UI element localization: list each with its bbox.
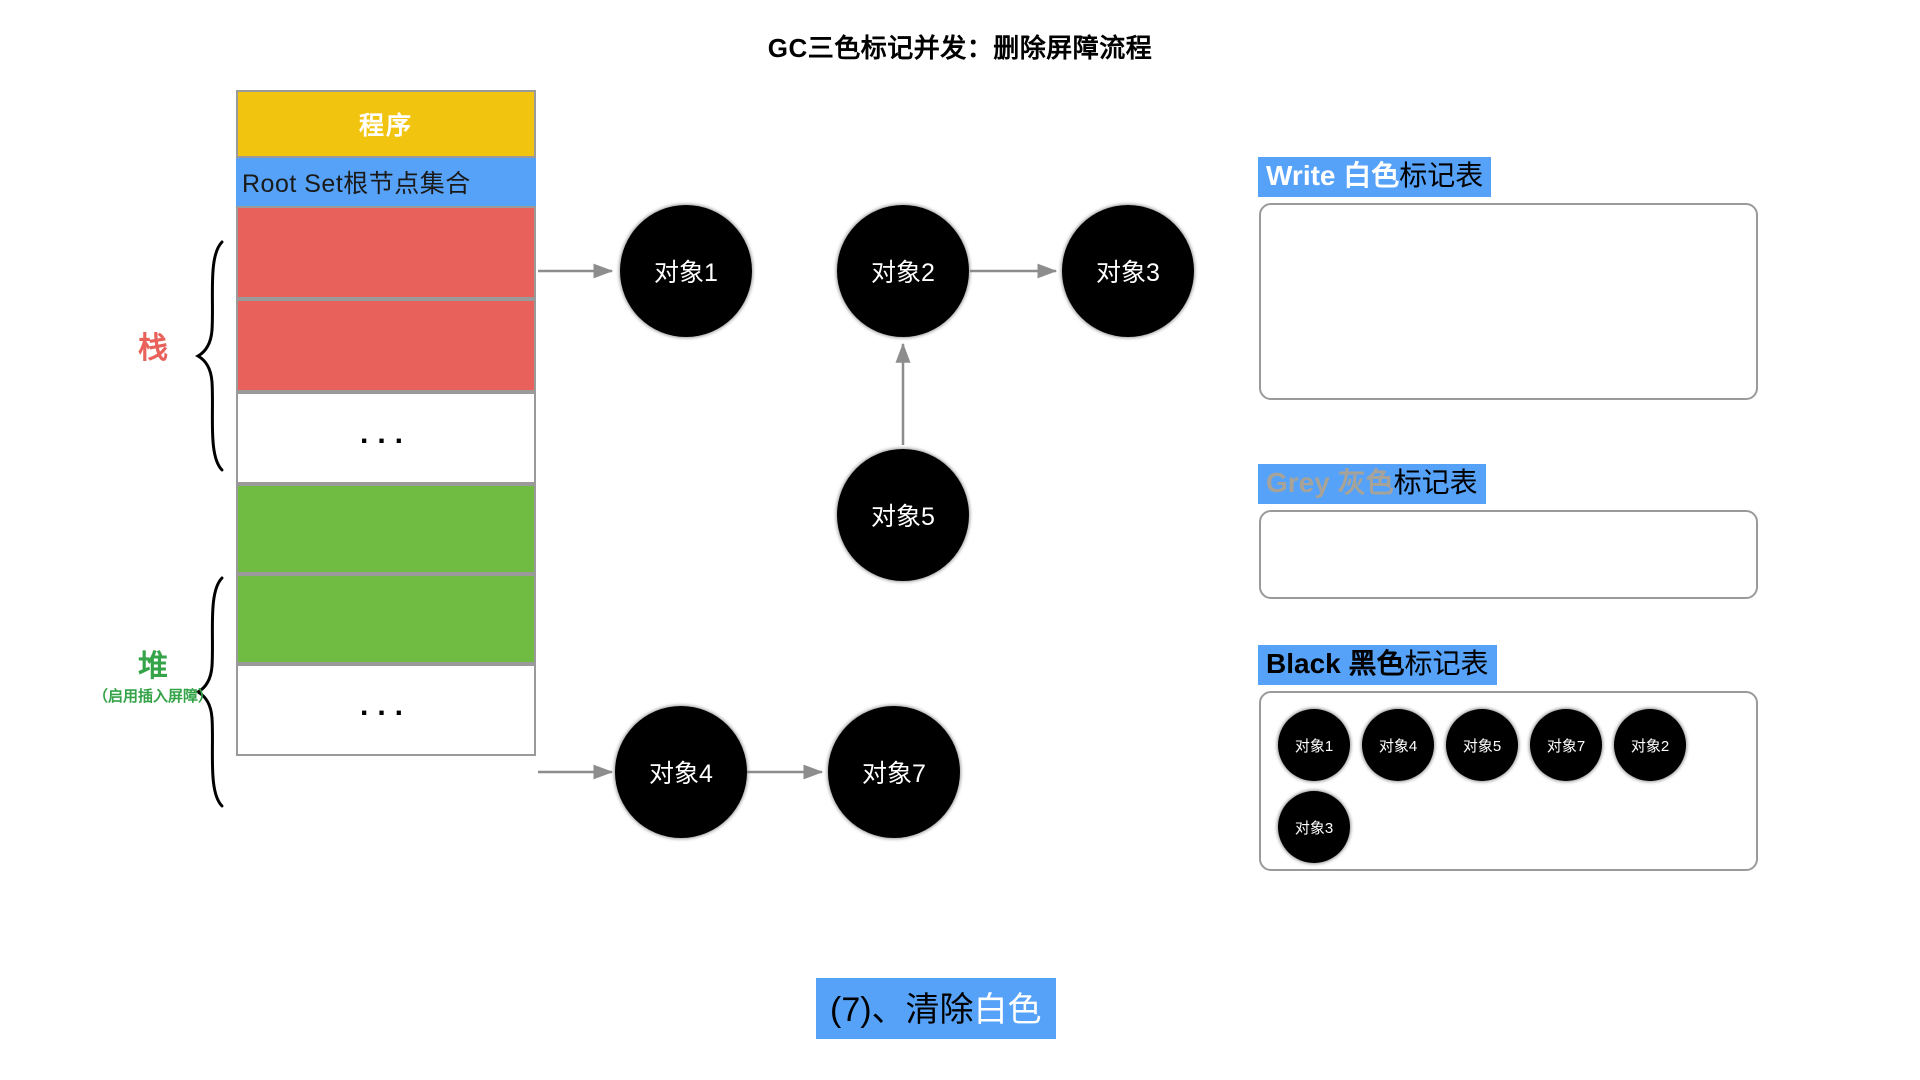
chip-label: 对象4	[1378, 737, 1418, 755]
graph-node-object3[interactable]: 对象3	[1062, 205, 1194, 337]
grey-table-box	[1259, 510, 1758, 599]
mark-table-chip[interactable]: 对象2	[1614, 709, 1686, 781]
caption-prefix: (7)、清除	[830, 991, 974, 1029]
grey-header-en: Grey 灰色	[1266, 467, 1394, 498]
node-label: 对象1	[654, 259, 718, 287]
chip-label: 对象2	[1630, 737, 1670, 755]
mark-table-chip[interactable]: 对象5	[1446, 709, 1518, 781]
grey-table-header: Grey 灰色标记表	[1258, 464, 1486, 505]
mark-table-chip[interactable]: 对象3	[1278, 791, 1350, 863]
graph-node-object1[interactable]: 对象1	[620, 205, 752, 337]
node-label: 对象5	[871, 503, 935, 531]
memory-column: 程序 Root Set根节点集合 ... ...	[236, 90, 536, 756]
white-table-header: Write 白色标记表	[1258, 157, 1492, 198]
graph-node-object5[interactable]: 对象5	[837, 449, 969, 581]
graph-node-object2[interactable]: 对象2	[837, 205, 969, 337]
memory-cell-root-set: Root Set根节点集合	[236, 158, 536, 206]
program-label: 程序	[358, 112, 413, 140]
stack-label: 栈	[98, 332, 208, 367]
black-header-en: Black 黑色	[1266, 648, 1405, 679]
memory-cell-stack-ellipsis: ...	[236, 392, 536, 484]
memory-cell-program: 程序	[236, 90, 536, 158]
step-caption: (7)、清除白色	[816, 978, 1056, 1039]
stack-label-text: 栈	[138, 332, 168, 365]
root-set-label: Root Set根节点集合	[242, 170, 471, 198]
chip-label: 对象1	[1294, 737, 1334, 755]
mark-table-chip[interactable]: 对象1	[1278, 709, 1350, 781]
grey-table-items	[1275, 520, 1742, 588]
white-table-items	[1275, 219, 1742, 384]
node-label: 对象3	[1096, 259, 1160, 287]
mark-table-chip[interactable]: 对象7	[1530, 709, 1602, 781]
chip-label: 对象3	[1294, 819, 1334, 837]
memory-cell-stack-2	[236, 299, 536, 392]
memory-cell-heap-1	[236, 484, 536, 574]
node-label: 对象2	[871, 259, 935, 287]
graph-node-object4[interactable]: 对象4	[615, 706, 747, 838]
chip-label: 对象7	[1546, 737, 1586, 755]
graph-node-object7[interactable]: 对象7	[828, 706, 960, 838]
memory-cell-heap-2	[236, 574, 536, 664]
black-header-zh: 标记表	[1404, 648, 1489, 679]
page-title: GC三色标记并发：删除屏障流程	[767, 33, 1153, 63]
node-label: 对象7	[862, 760, 926, 788]
heap-sublabel-text: （启用插入屏障）	[92, 687, 213, 705]
ellipsis-label: ...	[359, 689, 412, 722]
heap-label: 堆 （启用插入屏障）	[78, 650, 228, 705]
grey-header-zh: 标记表	[1393, 467, 1478, 498]
black-table-header: Black 黑色标记表	[1258, 645, 1497, 686]
mark-table-chip[interactable]: 对象4	[1362, 709, 1434, 781]
memory-cell-heap-ellipsis: ...	[236, 664, 536, 756]
chip-label: 对象5	[1462, 737, 1502, 755]
white-header-en: Write 白色	[1266, 160, 1400, 191]
white-table-box	[1259, 203, 1758, 400]
memory-cell-stack-1	[236, 206, 536, 299]
white-header-zh: 标记表	[1399, 160, 1484, 191]
ellipsis-label: ...	[359, 417, 412, 450]
heap-label-text: 堆	[138, 650, 168, 683]
caption-highlight: 白色	[973, 991, 1042, 1029]
node-label: 对象4	[649, 760, 713, 788]
black-table-items: 对象1 对象4 对象5 对象7 对象2 对象3	[1278, 709, 1748, 863]
